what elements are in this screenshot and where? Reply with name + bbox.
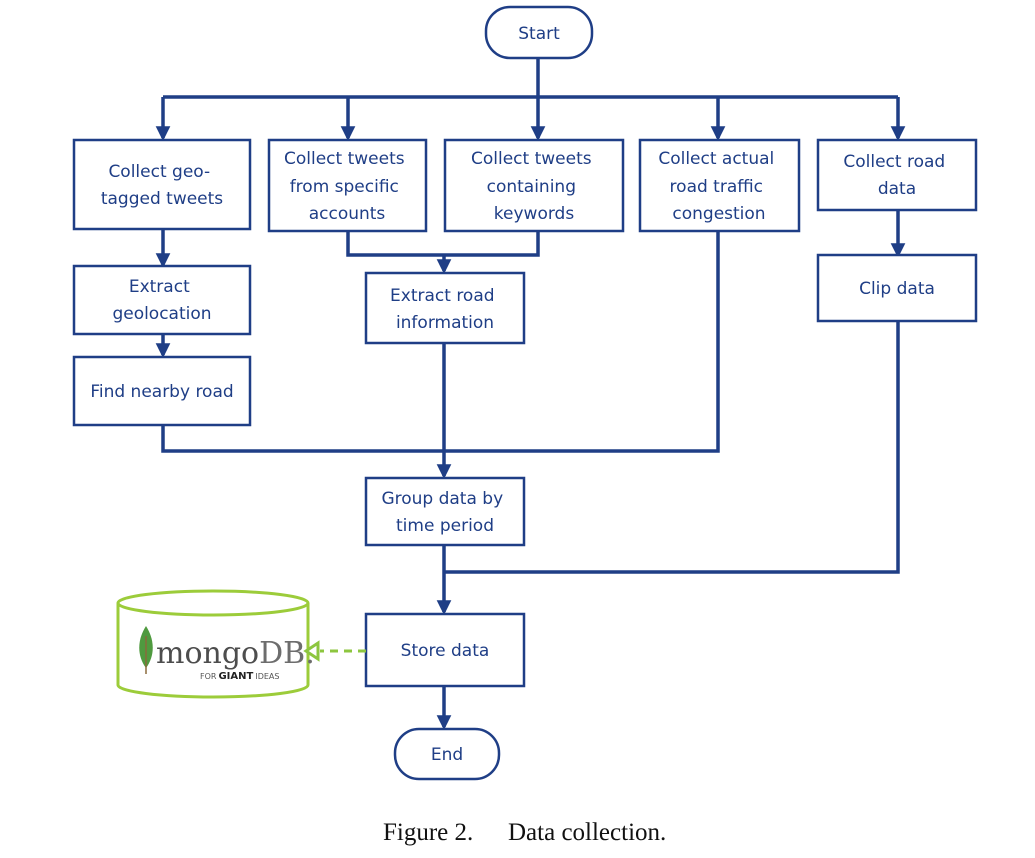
collect-traffic-line-3: congestion [672, 204, 765, 224]
mongodb-leaf-icon [139, 626, 153, 674]
extract-road-line-1: Extract road [390, 286, 495, 306]
svg-text:Extract road information: Extract road information [390, 286, 500, 333]
collect-accounts-line-2: from specific [290, 177, 399, 197]
collect-geo-line-1: Collect geo- [108, 162, 210, 182]
start-label: Start [518, 24, 560, 44]
collect-keywords-node: Collect tweets containing keywords [443, 138, 625, 233]
collect-geo-node: Collect geo- tagged tweets [72, 138, 252, 231]
collect-traffic-node: Collect actual road traffic congestion [638, 138, 801, 233]
group-line-2: time period [396, 516, 494, 536]
collect-accounts-node: Collect tweets from specific accounts [267, 138, 428, 233]
caption-title: Data collection. [508, 819, 666, 846]
extract-road-node: Extract road information [364, 271, 526, 345]
connector-accounts-keywords-merge [346, 231, 540, 257]
mongodb-tagline-bold: GIANT [218, 671, 253, 682]
collect-traffic-line-1: Collect actual [658, 149, 774, 169]
find-road-node: Find nearby road [72, 355, 252, 427]
caption-figure-number: Figure 2. [383, 819, 473, 846]
store-node: Store data [364, 612, 526, 688]
figure-caption: Figure 2. Data collection. [383, 819, 666, 846]
connector-clip-out [444, 321, 900, 574]
extract-geo-line-1: Extract [129, 277, 190, 297]
svg-text:Collect actual road traf: Collect actual road traffic congestion [658, 149, 779, 224]
collect-keywords-line-3: keywords [494, 204, 575, 224]
extract-road-line-2: information [396, 313, 494, 333]
mongodb-tagline-prefix: FOR [200, 672, 217, 681]
svg-text:Collect road data: Collect road data [843, 152, 950, 199]
end-node: End [393, 727, 501, 781]
mongodb-logo-suffix: DB. [259, 636, 315, 671]
collect-geo-line-2: tagged tweets [101, 189, 223, 209]
mongodb-tagline-suffix: IDEAS [255, 672, 279, 681]
mongodb-logo-word: mongo [156, 636, 259, 671]
clip-label: Clip data [859, 279, 935, 299]
extract-geo-line-2: geolocation [112, 304, 211, 324]
collect-traffic-line-2: road traffic [670, 177, 763, 197]
mongodb-logo-text: mongoDB. [156, 636, 315, 671]
svg-text:Group data by time perio: Group data by time period [381, 489, 508, 536]
start-node: Start [484, 5, 594, 60]
connectors [155, 58, 906, 730]
collect-road-line-2: data [878, 179, 916, 199]
group-node: Group data by time period [364, 476, 526, 547]
collect-accounts-line-3: accounts [309, 204, 386, 224]
collect-accounts-line-1: Collect tweets [284, 149, 405, 169]
extract-geo-node: Extract geolocation [72, 264, 252, 336]
collect-keywords-line-1: Collect tweets [471, 149, 592, 169]
find-road-label: Find nearby road [90, 382, 233, 402]
clip-node: Clip data [816, 253, 978, 323]
svg-text:Collect tweets from spec: Collect tweets from specific accounts [284, 149, 410, 224]
end-label: End [431, 745, 463, 765]
connector-traffic-out [444, 231, 720, 453]
store-label: Store data [401, 641, 490, 661]
svg-text:Collect tweets containin: Collect tweets containing keywords [471, 149, 597, 224]
store-to-database-link [303, 640, 366, 662]
svg-text:Collect geo- tagged twee: Collect geo- tagged tweets [101, 162, 223, 209]
connector-find-road-out [161, 425, 444, 453]
group-line-1: Group data by [381, 489, 503, 509]
collect-keywords-line-2: containing [487, 177, 576, 197]
collect-road-line-1: Collect road [843, 152, 945, 172]
collect-road-node: Collect road data [816, 138, 978, 212]
svg-text:Extract geolocation: Extract geolocation [112, 277, 211, 324]
